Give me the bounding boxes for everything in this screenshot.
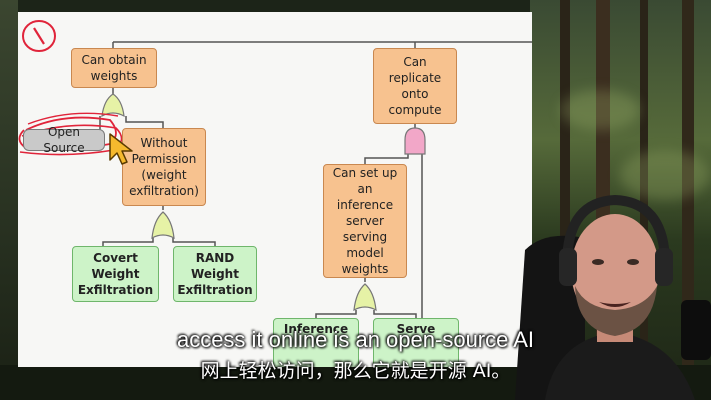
or-gate-icon: [151, 211, 175, 240]
node-covert-weight-exfiltration: Covert Weight Exfiltration: [72, 246, 159, 302]
and-gate-icon: [404, 127, 426, 155]
subtitle-english: access it online is an open-source AI: [176, 327, 535, 352]
attack-tree-slide: Can obtain weights Open Source Without P…: [18, 12, 532, 367]
mouse-cursor-icon: [109, 133, 133, 165]
node-rand-weight-exfiltration: RAND Weight Exfiltration: [173, 246, 257, 302]
or-gate-icon: [353, 283, 377, 312]
webcam-presenter: [505, 190, 711, 400]
subtitle-chinese: 网上轻松访问，那么它就是开源 AI。: [200, 360, 511, 382]
or-gate-icon: [101, 93, 125, 118]
node-inference: Inference: [273, 318, 359, 367]
node-without-permission: Without Permission (weight exfiltration): [122, 128, 206, 206]
handwritten-circle-annotation: [22, 20, 56, 52]
node-inference-server: Can set up an inference server serving m…: [323, 164, 407, 278]
node-can-obtain-weights: Can obtain weights: [71, 48, 157, 88]
node-serve: Serve: [373, 318, 459, 367]
node-can-replicate: Can replicate onto compute: [373, 48, 457, 124]
node-open-source: Open Source: [23, 125, 105, 155]
